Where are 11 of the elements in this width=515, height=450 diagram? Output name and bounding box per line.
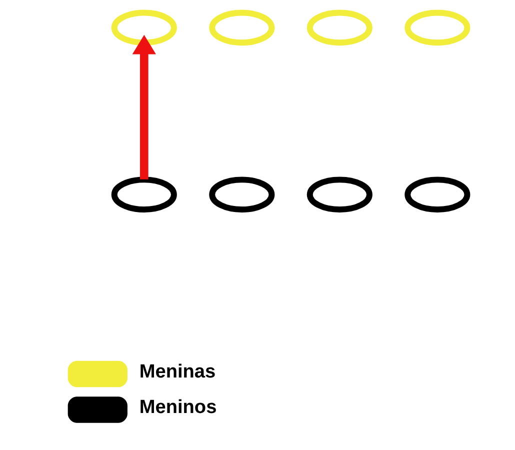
node-ellipse: [404, 176, 470, 212]
node-ellipse: [306, 176, 372, 212]
legend-label: Meninos: [138, 397, 216, 418]
node-ellipse: [110, 10, 176, 46]
legend-label: Meninas: [138, 361, 216, 382]
node-ellipse: [208, 176, 274, 212]
node-ellipse: [404, 10, 470, 46]
node-ellipse: [208, 10, 274, 46]
node-ellipse: [306, 10, 372, 46]
node-ellipse: [110, 176, 176, 212]
arrow: [132, 34, 156, 180]
